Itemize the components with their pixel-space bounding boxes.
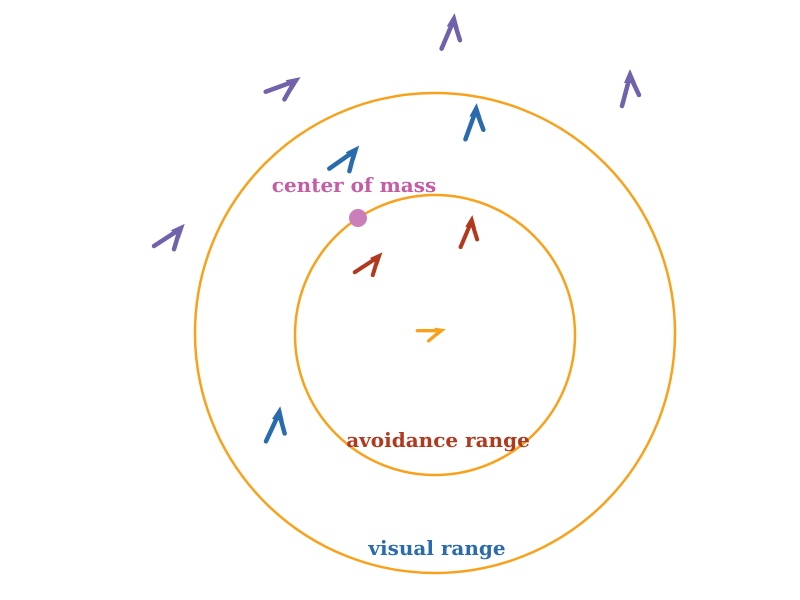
bird-head-icon xyxy=(465,215,476,229)
bird-purple-1 xyxy=(263,77,301,102)
bird-head-icon xyxy=(624,69,636,83)
bird-head-icon xyxy=(369,252,383,266)
bird-head-icon xyxy=(271,406,284,422)
visual-range-label: visual range xyxy=(367,536,505,560)
bird-blue-1 xyxy=(327,145,360,174)
avoidance-range-label: avoidance range xyxy=(346,428,530,452)
bird-focal xyxy=(415,327,446,343)
bird-blue-2 xyxy=(463,103,486,142)
bird-head-icon xyxy=(434,327,446,337)
bird-purple-2 xyxy=(439,13,463,51)
avoidance-range-circle xyxy=(293,193,577,477)
bird-head-icon xyxy=(170,223,185,239)
bird-head-icon xyxy=(446,13,459,28)
bird-purple-3 xyxy=(619,69,642,109)
center-of-mass-dot xyxy=(349,209,367,227)
bird-red-2 xyxy=(458,215,480,250)
bird-head-icon xyxy=(345,145,360,161)
bird-purple-4 xyxy=(151,223,185,252)
bird-blue-3 xyxy=(263,406,287,444)
visual-range-circle xyxy=(193,91,677,575)
bird-head-icon xyxy=(285,77,301,91)
center-of-mass-label: center of mass xyxy=(272,173,436,197)
bird-head-icon xyxy=(469,103,482,118)
bird-red-1 xyxy=(352,252,383,278)
